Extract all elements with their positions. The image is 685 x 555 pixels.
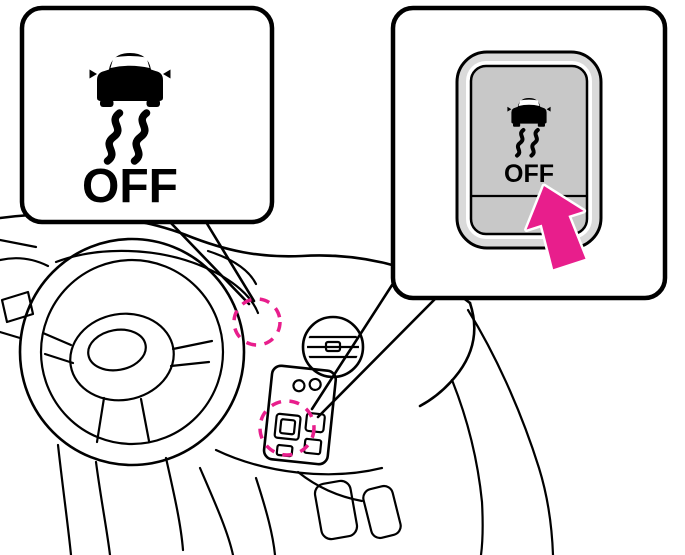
left-dash-line-3 — [0, 330, 22, 340]
vdc-off-switch-face — [279, 418, 297, 436]
up-arrow-icon — [524, 183, 589, 272]
wheel-horn-pad — [87, 328, 147, 372]
knee-panel-line-1 — [198, 466, 235, 555]
callout-leader-left-1 — [168, 220, 251, 306]
callout-leader-right-2 — [316, 296, 438, 419]
wheel-spoke-right — [169, 339, 214, 368]
wheel-spoke-bottom — [95, 396, 151, 444]
vdc-off-label: OFF — [82, 160, 178, 213]
dash-right-edge — [418, 301, 476, 408]
steering-column-line-2 — [164, 456, 185, 552]
wheel-rim-inner — [39, 258, 225, 446]
panel-round-button-2 — [308, 377, 322, 392]
steering-column-line-1 — [94, 460, 112, 555]
switch-location-marker — [258, 399, 316, 457]
cowl-inner-line — [206, 249, 258, 286]
vent-louvers — [307, 335, 359, 359]
vdc-off-switch — [273, 412, 302, 441]
left-dash-line-1 — [0, 238, 38, 249]
knee-panel-line-2 — [254, 476, 277, 555]
side-panel-line — [450, 378, 484, 555]
indicator-location-marker — [232, 297, 282, 347]
callout-leader-lines — [168, 220, 438, 419]
panel-small-button-1 — [303, 437, 323, 456]
door-line — [466, 308, 555, 555]
wheel-spoke-left — [41, 331, 75, 365]
left-dash-line-2 — [0, 257, 50, 268]
left-side-vent — [0, 290, 35, 324]
pedals — [313, 479, 402, 541]
instrument-cowl — [54, 249, 260, 315]
wheel-hub — [69, 312, 175, 402]
pedal-left — [313, 479, 359, 541]
symbol-callout: OFF — [19, 5, 275, 225]
vent-knob — [324, 340, 342, 353]
callout-leader-right-1 — [310, 280, 396, 411]
lower-left-trim-line — [56, 443, 73, 555]
wheel-rim-outer — [18, 237, 246, 467]
steering-wheel — [18, 237, 246, 555]
switch-panel-outline — [262, 364, 338, 466]
vdc-off-switch-label: OFF — [504, 160, 554, 188]
footwell-line — [296, 470, 364, 503]
pedal-right — [362, 484, 402, 540]
button-callout: OFF — [390, 5, 668, 301]
callout-leader-left-2 — [204, 220, 256, 303]
panel-round-button-1 — [292, 379, 306, 393]
